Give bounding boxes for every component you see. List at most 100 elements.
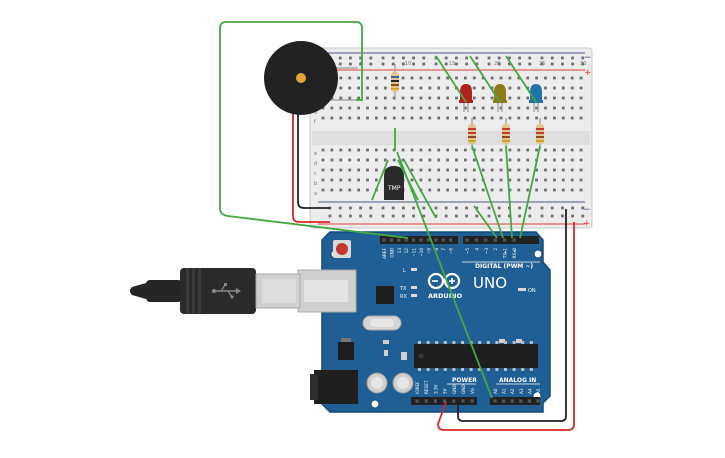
breadboard-hole[interactable] [526, 158, 530, 162]
breadboard-hole[interactable] [419, 96, 423, 100]
breadboard-hole[interactable] [490, 116, 494, 120]
breadboard-hole[interactable] [535, 106, 538, 110]
rail-hole[interactable] [561, 206, 564, 210]
breadboard-hole[interactable] [472, 106, 476, 110]
breadboard-hole[interactable] [490, 76, 494, 80]
breadboard-hole[interactable] [366, 76, 369, 80]
breadboard-hole[interactable] [321, 168, 325, 172]
rail-hole[interactable] [422, 206, 426, 210]
breadboard-hole[interactable] [357, 96, 360, 100]
rail-hole[interactable] [497, 56, 501, 60]
rail-hole[interactable] [465, 62, 468, 66]
breadboard-hole[interactable] [410, 178, 414, 182]
header-pin[interactable] [493, 238, 497, 242]
breadboard-hole[interactable] [366, 178, 369, 182]
wire-green[interactable] [371, 159, 389, 201]
breadboard-hole[interactable] [508, 86, 512, 90]
breadboard-hole[interactable] [383, 148, 387, 152]
breadboard-hole[interactable] [419, 148, 423, 152]
breadboard-hole[interactable] [401, 116, 405, 120]
rail-hole[interactable] [508, 214, 511, 218]
breadboard-hole[interactable] [348, 96, 352, 100]
breadboard-hole[interactable] [428, 148, 432, 152]
breadboard-hole[interactable] [490, 106, 494, 110]
rail-hole[interactable] [571, 206, 574, 210]
breadboard-hole[interactable] [553, 96, 556, 100]
wire-green[interactable] [505, 55, 537, 103]
breadboard-hole[interactable] [339, 168, 343, 172]
rail-hole[interactable] [465, 214, 468, 218]
rail-hole[interactable] [550, 62, 554, 66]
rail-hole[interactable] [465, 56, 468, 60]
breadboard-hole[interactable] [561, 76, 565, 80]
breadboard-hole[interactable] [481, 116, 485, 120]
breadboard-hole[interactable] [561, 148, 565, 152]
breadboard-hole[interactable] [339, 178, 343, 182]
header-pin[interactable] [512, 238, 516, 242]
rail-hole[interactable] [455, 62, 458, 66]
breadboard-hole[interactable] [321, 158, 325, 162]
rail-hole[interactable] [571, 62, 574, 66]
usb-cable[interactable] [130, 268, 301, 314]
breadboard-hole[interactable] [570, 148, 574, 152]
breadboard-hole[interactable] [490, 158, 494, 162]
rail-hole[interactable] [581, 56, 585, 60]
breadboard-hole[interactable] [517, 116, 521, 120]
rail-hole[interactable] [434, 62, 438, 66]
breadboard-hole[interactable] [472, 86, 476, 90]
rail-hole[interactable] [328, 214, 332, 218]
breadboard-hole[interactable] [410, 96, 414, 100]
rail-hole[interactable] [518, 214, 521, 218]
breadboard-hole[interactable] [526, 178, 530, 182]
rail-hole[interactable] [444, 206, 448, 210]
breadboard-hole[interactable] [455, 96, 458, 100]
breadboard-hole[interactable] [579, 76, 583, 80]
breadboard-hole[interactable] [579, 86, 583, 90]
breadboard-hole[interactable] [544, 158, 547, 162]
breadboard-hole[interactable] [437, 178, 441, 182]
breadboard-hole[interactable] [517, 178, 521, 182]
breadboard-hole[interactable] [535, 116, 538, 120]
rail-hole[interactable] [434, 206, 438, 210]
breadboard-hole[interactable] [464, 106, 467, 110]
wire-green[interactable] [396, 151, 493, 399]
breadboard-hole[interactable] [357, 158, 360, 162]
breadboard-hole[interactable] [428, 106, 432, 110]
rail-hole[interactable] [540, 206, 544, 210]
rail-hole[interactable] [434, 214, 438, 218]
breadboard-hole[interactable] [330, 148, 334, 152]
breadboard-hole[interactable] [481, 168, 485, 172]
header-pin[interactable] [424, 399, 428, 403]
breadboard-hole[interactable] [401, 106, 405, 110]
breadboard-hole[interactable] [579, 96, 583, 100]
breadboard-hole[interactable] [570, 96, 574, 100]
breadboard-hole[interactable] [392, 106, 396, 110]
breadboard-hole[interactable] [481, 106, 485, 110]
rail-hole[interactable] [381, 62, 385, 66]
breadboard-hole[interactable] [357, 116, 360, 120]
breadboard-hole[interactable] [375, 96, 378, 100]
breadboard-hole[interactable] [401, 158, 405, 162]
rail-hole[interactable] [571, 214, 574, 218]
breadboard-hole[interactable] [526, 96, 530, 100]
breadboard-hole[interactable] [375, 106, 378, 110]
rail-hole[interactable] [412, 214, 415, 218]
breadboard-hole[interactable] [455, 106, 458, 110]
rail-hole[interactable] [540, 56, 544, 60]
header-pin[interactable] [470, 399, 474, 403]
header-pin[interactable] [503, 238, 507, 242]
header-pin[interactable] [461, 399, 465, 403]
breadboard-hole[interactable] [570, 158, 574, 162]
breadboard-hole[interactable] [490, 178, 494, 182]
breadboard-hole[interactable] [553, 148, 556, 152]
rail-hole[interactable] [444, 214, 448, 218]
breadboard-hole[interactable] [535, 178, 538, 182]
breadboard-hole[interactable] [419, 168, 423, 172]
breadboard-hole[interactable] [330, 168, 334, 172]
rail-hole[interactable] [528, 56, 532, 60]
rail-hole[interactable] [402, 62, 405, 66]
breadboard-hole[interactable] [490, 188, 494, 192]
breadboard-hole[interactable] [437, 168, 441, 172]
rail-hole[interactable] [508, 56, 511, 60]
